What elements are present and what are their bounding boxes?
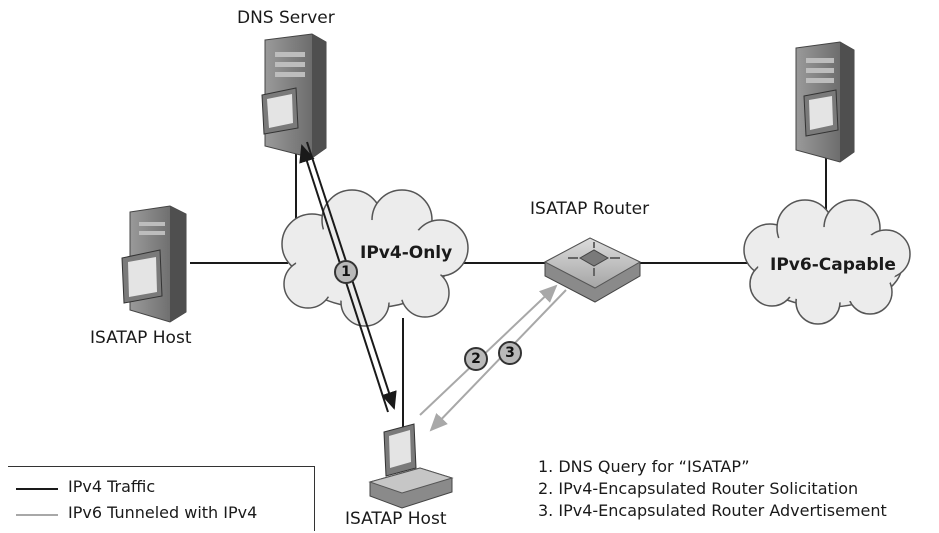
legend-swatch-ipv4	[16, 488, 58, 490]
step-2-badge: 2	[464, 347, 488, 371]
legend-label-ipv4: IPv4 Traffic	[68, 477, 156, 496]
bottom-host-label: ISATAP Host	[345, 509, 447, 529]
dns-server-label: DNS Server	[237, 8, 335, 28]
legend: IPv4 Traffic IPv6 Tunneled with IPv4	[8, 466, 315, 531]
steps-list: 1. DNS Query for “ISATAP” 2. IPv4-Encaps…	[538, 456, 887, 522]
ipv4-cloud-label: IPv4-Only	[360, 243, 453, 263]
step-1-text: 1. DNS Query for “ISATAP”	[538, 457, 750, 476]
left-host-icon	[121, 205, 187, 323]
router-advertisement-arrow	[429, 289, 567, 432]
isatap-router-label: ISATAP Router	[530, 199, 650, 219]
bottom-host-icon	[368, 423, 454, 509]
ipv6-server-icon	[795, 41, 855, 163]
dns-server-icon	[261, 33, 327, 159]
step-1-badge: 1	[334, 260, 358, 284]
step-3-text: 3. IPv4-Encapsulated Router Advertisemen…	[538, 501, 887, 520]
isatap-router-icon	[543, 237, 642, 303]
router-solicitation-arrow	[419, 284, 558, 416]
left-host-label: ISATAP Host	[90, 328, 192, 348]
legend-swatch-ipv6	[16, 514, 58, 516]
step-2-text: 2. IPv4-Encapsulated Router Solicitation	[538, 479, 859, 498]
ipv4-links	[190, 140, 827, 428]
legend-label-ipv6: IPv6 Tunneled with IPv4	[68, 503, 258, 522]
ipv6-cloud-label: IPv6-Capable	[770, 255, 896, 275]
step-3-badge: 3	[498, 341, 522, 365]
ipv6-capable-cloud	[743, 199, 911, 325]
